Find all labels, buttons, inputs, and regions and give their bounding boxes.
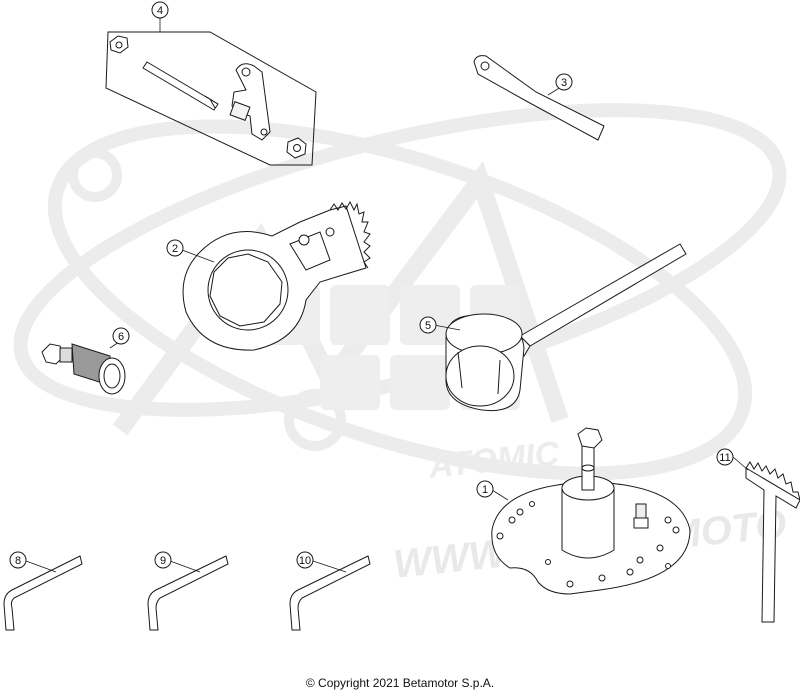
svg-text:2: 2 (172, 243, 178, 255)
callout-10: 10 (296, 551, 314, 569)
part-6-adapter[interactable] (41, 343, 126, 395)
callout-5: 5 (419, 316, 437, 334)
svg-text:9: 9 (160, 555, 166, 567)
kit-outline (105, 31, 317, 166)
svg-text:6: 6 (118, 331, 124, 343)
svg-text:1: 1 (482, 484, 488, 496)
svg-text:5: 5 (425, 320, 431, 332)
watermark-dot (68, 148, 122, 202)
part-1-puller-plate[interactable] (491, 427, 691, 595)
svg-text:4: 4 (157, 5, 163, 17)
svg-text:3: 3 (561, 77, 567, 89)
part-4-kit[interactable] (105, 31, 317, 166)
callout-1: 1 (476, 480, 494, 498)
callout-4: 4 (151, 1, 169, 19)
callout-2: 2 (166, 239, 184, 257)
part-11-toothed-key[interactable] (745, 461, 800, 623)
callout-3: 3 (555, 73, 573, 91)
callout-11: 11 (716, 448, 734, 466)
callout-9: 9 (154, 551, 172, 569)
part-3-strap[interactable] (473, 55, 605, 141)
callout-8: 8 (9, 551, 27, 569)
part-10-hex-key[interactable] (289, 555, 371, 631)
rod (142, 61, 219, 111)
part-8-hex-key[interactable] (3, 555, 83, 631)
copyright-notice: © Copyright 2021 Betamotor S.p.A. (305, 676, 495, 690)
callout-6: 6 (112, 327, 130, 345)
part-9-hex-key[interactable] (147, 555, 229, 631)
svg-text:10: 10 (299, 555, 311, 567)
svg-text:8: 8 (15, 555, 21, 567)
part-5-cup-tool[interactable] (445, 243, 687, 412)
svg-text:11: 11 (719, 452, 730, 464)
watermark-dot (284, 389, 346, 451)
part-2-ring-spanner[interactable] (182, 200, 371, 351)
watermark-orbit (47, 119, 753, 481)
